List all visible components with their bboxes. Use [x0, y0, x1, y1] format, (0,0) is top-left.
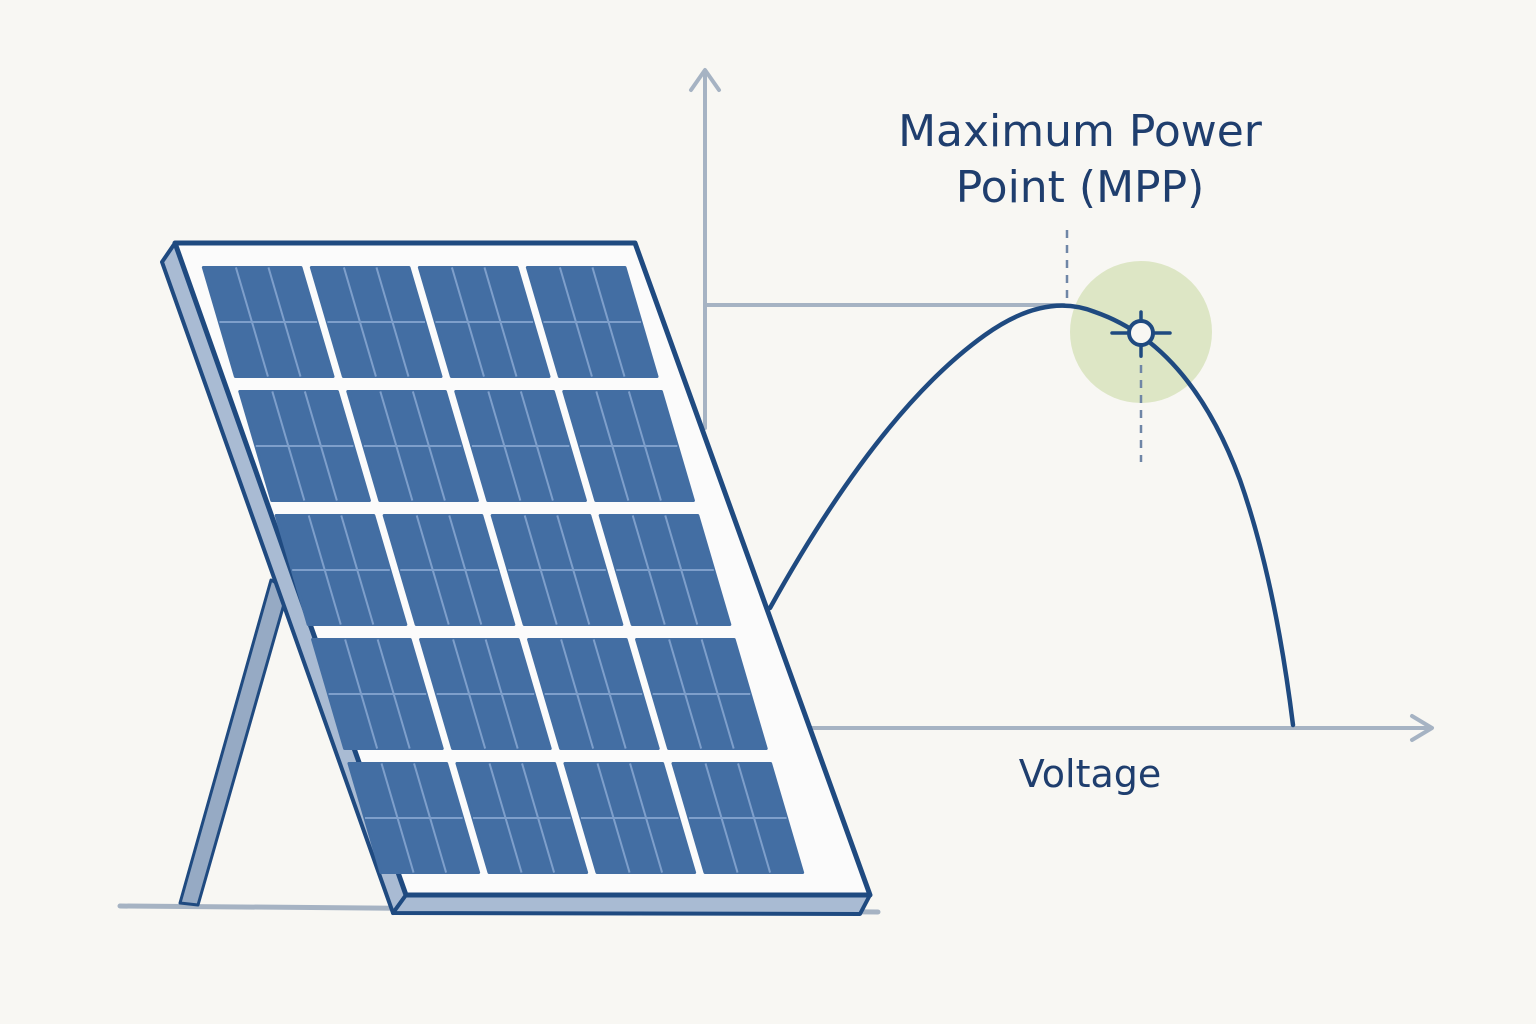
x-axis-label: Voltage — [1018, 752, 1162, 796]
mpp-guides — [1065, 230, 1143, 462]
solar-panel-icon — [160, 240, 873, 916]
mpp-annotation-line-1: Maximum Power — [898, 106, 1262, 157]
x-axis-arrow-icon — [1410, 714, 1434, 742]
mpp-annotation-line-2: Point (MPP) — [955, 162, 1205, 213]
y-axis-arrow-icon — [689, 68, 721, 92]
chart-axes — [689, 68, 1434, 742]
panel-support-leg — [178, 578, 290, 907]
panel-bottom-edge — [391, 893, 872, 916]
power-curve — [767, 303, 1296, 728]
crosshair-circle-icon — [1110, 310, 1172, 358]
panel-cell-grid — [201, 265, 805, 875]
mpp-annotation: Maximum Power Point (MPP) — [860, 104, 1300, 216]
